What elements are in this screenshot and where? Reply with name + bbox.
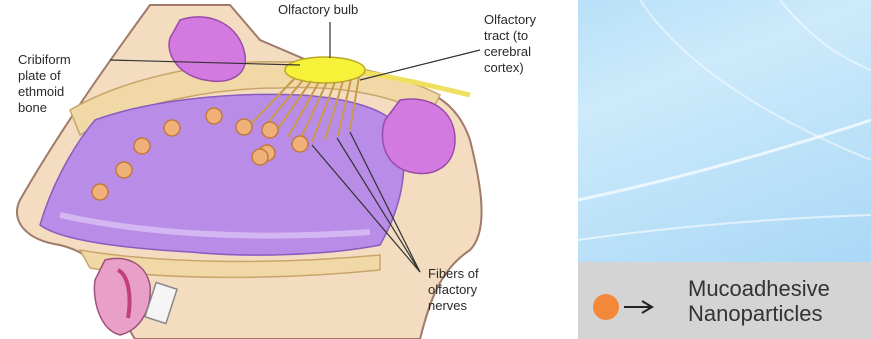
label-olfactory-bulb: Olfactory bulb (278, 2, 358, 18)
nanoparticle-legend-dot (593, 294, 619, 320)
nanoparticle (292, 136, 308, 152)
nanoparticle (236, 119, 252, 135)
label-olfactory-nerve-fibers: Fibers of olfactory nerves (428, 266, 479, 314)
label-cribriform-plate: Cribiform plate of ethmoid bone (18, 52, 71, 116)
legend-label: Mucoadhesive Nanoparticles (688, 276, 830, 326)
arrow-right-icon (622, 297, 656, 317)
nanoparticle (92, 184, 108, 200)
nanoparticle (206, 108, 222, 124)
nanoparticle (252, 149, 268, 165)
nanoparticle (134, 138, 150, 154)
nanoparticle (262, 122, 278, 138)
nanoparticle (164, 120, 180, 136)
nanoparticle (116, 162, 132, 178)
olfactory-bulb (285, 57, 365, 83)
nasal-cavity-figure: Olfactory bulb Cribiform plate of ethmoi… (0, 0, 578, 339)
label-olfactory-tract: Olfactory tract (to cerebral cortex) (484, 12, 536, 76)
